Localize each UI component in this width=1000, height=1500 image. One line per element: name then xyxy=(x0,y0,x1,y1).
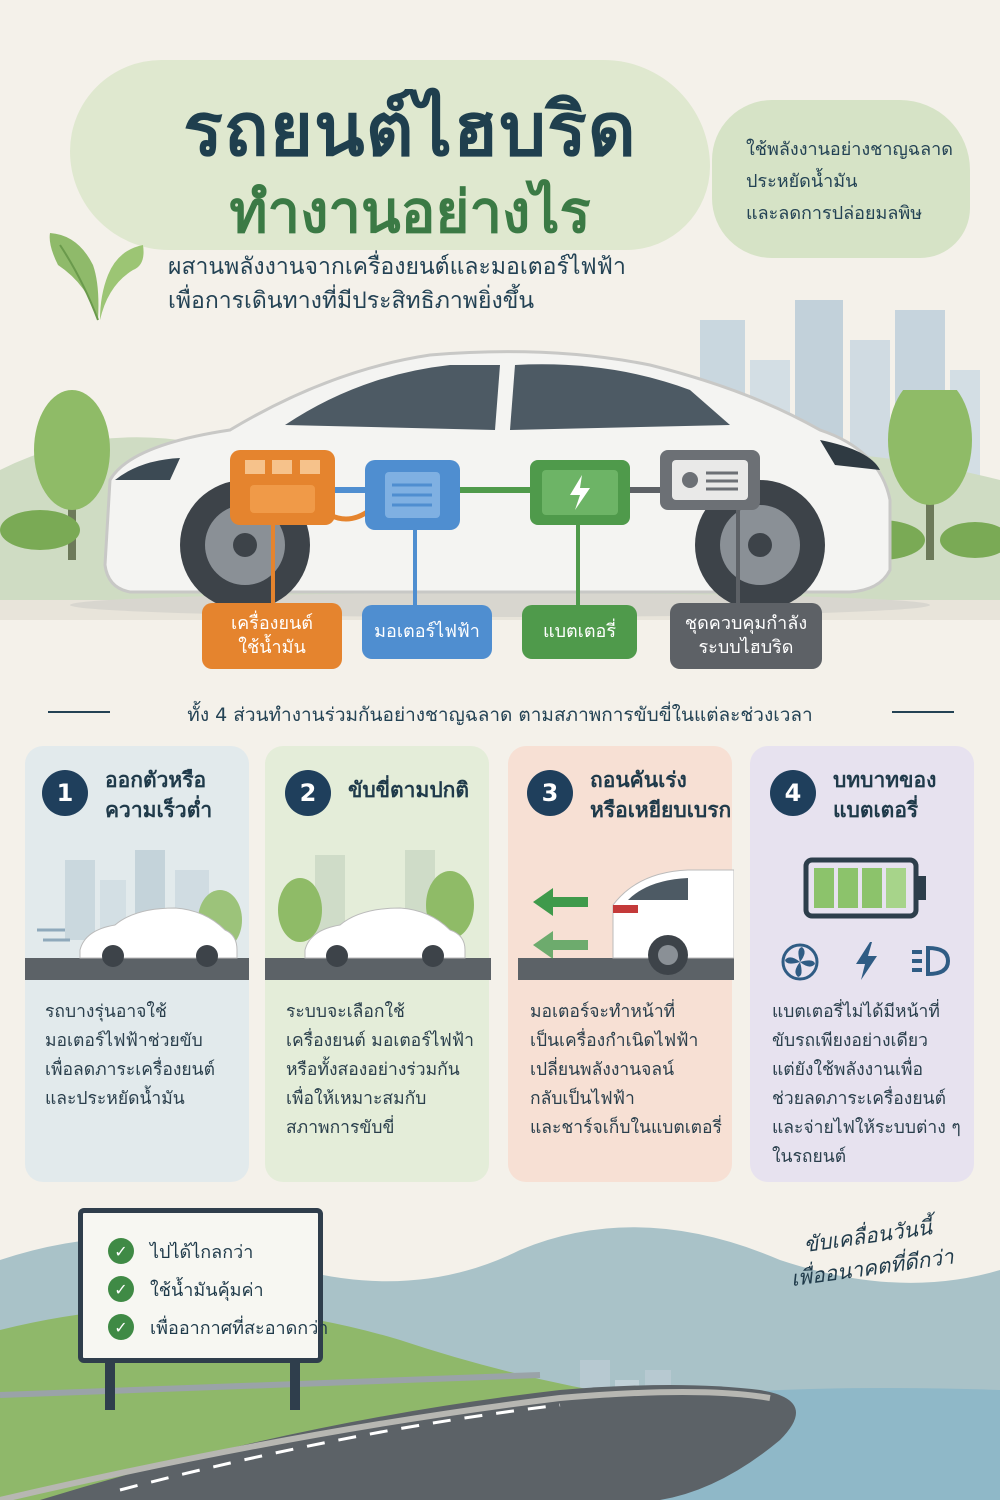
card-text-line: และจ่ายไฟให้ระบบต่าง ๆ xyxy=(772,1118,961,1138)
divider-line-left xyxy=(48,711,110,713)
lightning-icon xyxy=(856,942,877,980)
check-icon: ✓ xyxy=(108,1314,134,1340)
motor-icon xyxy=(365,460,460,530)
card-title-line: ความเร็วต่ำ xyxy=(105,798,213,822)
card-text-line: เครื่องยนต์ มอเตอร์ไฟฟ้า xyxy=(286,1031,474,1051)
card-text-line: ขับรถเพียงอย่างเดียว xyxy=(772,1031,928,1051)
step-number: 3 xyxy=(527,770,573,816)
card-title: บทบาทของ แบตเตอรี่ xyxy=(833,765,936,825)
card-text-line: มอเตอร์จะทำหน้าที่ xyxy=(530,1002,676,1022)
checklist-item: ✓ เพื่ออากาศที่สะอาดกว่า xyxy=(108,1308,328,1346)
section-divider-text: ทั้ง 4 ส่วนทำงานร่วมกันอย่างชาญฉลาด ตามส… xyxy=(187,704,813,726)
sign-checklist: ✓ ไปได้ไกลกว่า ✓ ใช้น้ำมันคุ้มค่า ✓ เพื่… xyxy=(108,1232,328,1346)
step-number: 2 xyxy=(285,770,331,816)
card-text-line: เพื่อให้เหมาะสมกับ xyxy=(286,1089,427,1109)
side-note-line1: ใช้พลังงานอย่างชาญฉลาด xyxy=(746,139,953,160)
card-text-line: มอเตอร์ไฟฟ้าช่วยขับ xyxy=(45,1031,203,1051)
check-icon: ✓ xyxy=(108,1238,134,1264)
headlight-icon xyxy=(912,945,951,977)
card-title: ถอนคันเร่ง หรือเหยียบเบรก xyxy=(590,765,731,825)
card-title: ออกตัวหรือ ความเร็วต่ำ xyxy=(105,765,212,825)
title-background xyxy=(70,60,710,250)
card-text-line: เป็นเครื่องกำเนิดไฟฟ้า xyxy=(530,1031,699,1051)
engine-icon xyxy=(230,450,335,525)
subtitle-line2: เพื่อการเดินทางที่มีประสิทธิภาพยิ่งขึ้น xyxy=(168,288,535,314)
component-label-motor: มอเตอร์ไฟฟ้า xyxy=(362,605,492,659)
side-note-line3: และลดการปล่อยมลพิษ xyxy=(746,203,923,224)
card-title: ขับขี่ตามปกติ xyxy=(348,775,469,805)
component-label-power-control: ชุดควบคุมกำลัง ระบบไฮบริด xyxy=(670,603,822,669)
battery-level-icon xyxy=(803,857,926,919)
road-car-illustration xyxy=(265,850,491,980)
card-text-line: แต่ยังใช้พลังงานเพื่อ xyxy=(772,1060,924,1080)
road-landscape xyxy=(0,1227,1000,1500)
city-car-illustration xyxy=(25,850,249,980)
side-note-line2: ประหยัดน้ำมัน xyxy=(746,171,858,192)
card-title-line: ถอนคันเร่ง xyxy=(590,768,687,792)
card-text-line: และประหยัดน้ำมัน xyxy=(45,1089,185,1109)
divider-line-right xyxy=(892,711,954,713)
page-title-line2: ทำงานอย่างไร xyxy=(229,178,591,246)
card-description: มอเตอร์จะทำหน้าที่ เป็นเครื่องกำเนิดไฟฟ้… xyxy=(530,998,722,1143)
card-title-line: บทบาทของ xyxy=(833,768,937,792)
step-number: 4 xyxy=(770,770,816,816)
checklist-text: เพื่ออากาศที่สะอาดกว่า xyxy=(150,1317,329,1339)
component-label-engine: เครื่องยนต์ ใช้น้ำมัน xyxy=(202,603,342,669)
card-text-line: เปลี่ยนพลังงานจลน์ xyxy=(530,1060,675,1080)
component-label-battery: แบตเตอรี่ xyxy=(522,605,637,659)
checklist-item: ✓ ใช้น้ำมันคุ้มค่า xyxy=(108,1270,328,1308)
component-label-text: ชุดควบคุมกำลัง xyxy=(684,613,808,634)
leaf-icon xyxy=(49,233,144,321)
arrow-icon xyxy=(533,888,588,959)
card-description: ระบบจะเลือกใช้ เครื่องยนต์ มอเตอร์ไฟฟ้า … xyxy=(286,998,474,1143)
card-text-line: หรือทั้งสองอย่างร่วมกัน xyxy=(286,1060,460,1080)
card-text-line: ช่วยลดภาระเครื่องยนต์ xyxy=(772,1089,946,1109)
card-text-line: สภาพการขับขี่ xyxy=(286,1118,395,1138)
component-label-text: ระบบไฮบริด xyxy=(698,637,794,658)
braking-car-illustration xyxy=(518,869,734,980)
power-control-icon xyxy=(660,450,760,510)
card-text-line: รถบางรุ่นอาจใช้ xyxy=(45,1002,167,1022)
side-note: ใช้พลังงานอย่างชาญฉลาด ประหยัดน้ำมัน และ… xyxy=(712,100,970,258)
card-text-line: ระบบจะเลือกใช้ xyxy=(286,1002,405,1022)
card-text-line: กลับเป็นไฟฟ้า xyxy=(530,1089,635,1109)
card-text-line: เพื่อลดภาระเครื่องยนต์ xyxy=(45,1060,216,1080)
card-description: รถบางรุ่นอาจใช้ มอเตอร์ไฟฟ้าช่วยขับ เพื่… xyxy=(45,998,215,1114)
card-title-line: ขับขี่ตามปกติ xyxy=(348,778,469,802)
step-number: 1 xyxy=(42,770,88,816)
component-label-text: มอเตอร์ไฟฟ้า xyxy=(374,621,480,642)
component-label-text: แบตเตอรี่ xyxy=(542,621,617,642)
battery-icon xyxy=(530,460,630,525)
card-text-line: ในรถยนต์ xyxy=(772,1147,847,1167)
checklist-text: ไปได้ไกลกว่า xyxy=(150,1241,254,1263)
card-description: แบตเตอรี่ไม่ได้มีหน้าที่ ขับรถเพียงอย่าง… xyxy=(772,998,961,1172)
card-title-line: แบตเตอรี่ xyxy=(833,798,919,822)
check-icon: ✓ xyxy=(108,1276,134,1302)
component-label-text: เครื่องยนต์ xyxy=(230,613,313,634)
page-title: รถยนต์ไฮบริด xyxy=(183,87,637,173)
card-title-line: ออกตัวหรือ xyxy=(105,768,207,792)
subtitle-line1: ผสานพลังงานจากเครื่องยนต์และมอเตอร์ไฟฟ้า xyxy=(168,254,626,280)
hybrid-car-illustration xyxy=(70,350,930,617)
fan-icon xyxy=(781,943,819,981)
card-text-line: แบตเตอรี่ไม่ได้มีหน้าที่ xyxy=(772,1002,940,1022)
checklist-item: ✓ ไปได้ไกลกว่า xyxy=(108,1232,328,1270)
card-title-line: หรือเหยียบเบรก xyxy=(590,798,732,822)
component-label-text: ใช้น้ำมัน xyxy=(238,637,306,658)
card-text-line: และชาร์จเก็บในแบตเตอรี่ xyxy=(530,1118,722,1138)
subtitle: ผสานพลังงานจากเครื่องยนต์และมอเตอร์ไฟฟ้า… xyxy=(168,250,728,318)
checklist-text: ใช้น้ำมันคุ้มค่า xyxy=(150,1279,264,1301)
